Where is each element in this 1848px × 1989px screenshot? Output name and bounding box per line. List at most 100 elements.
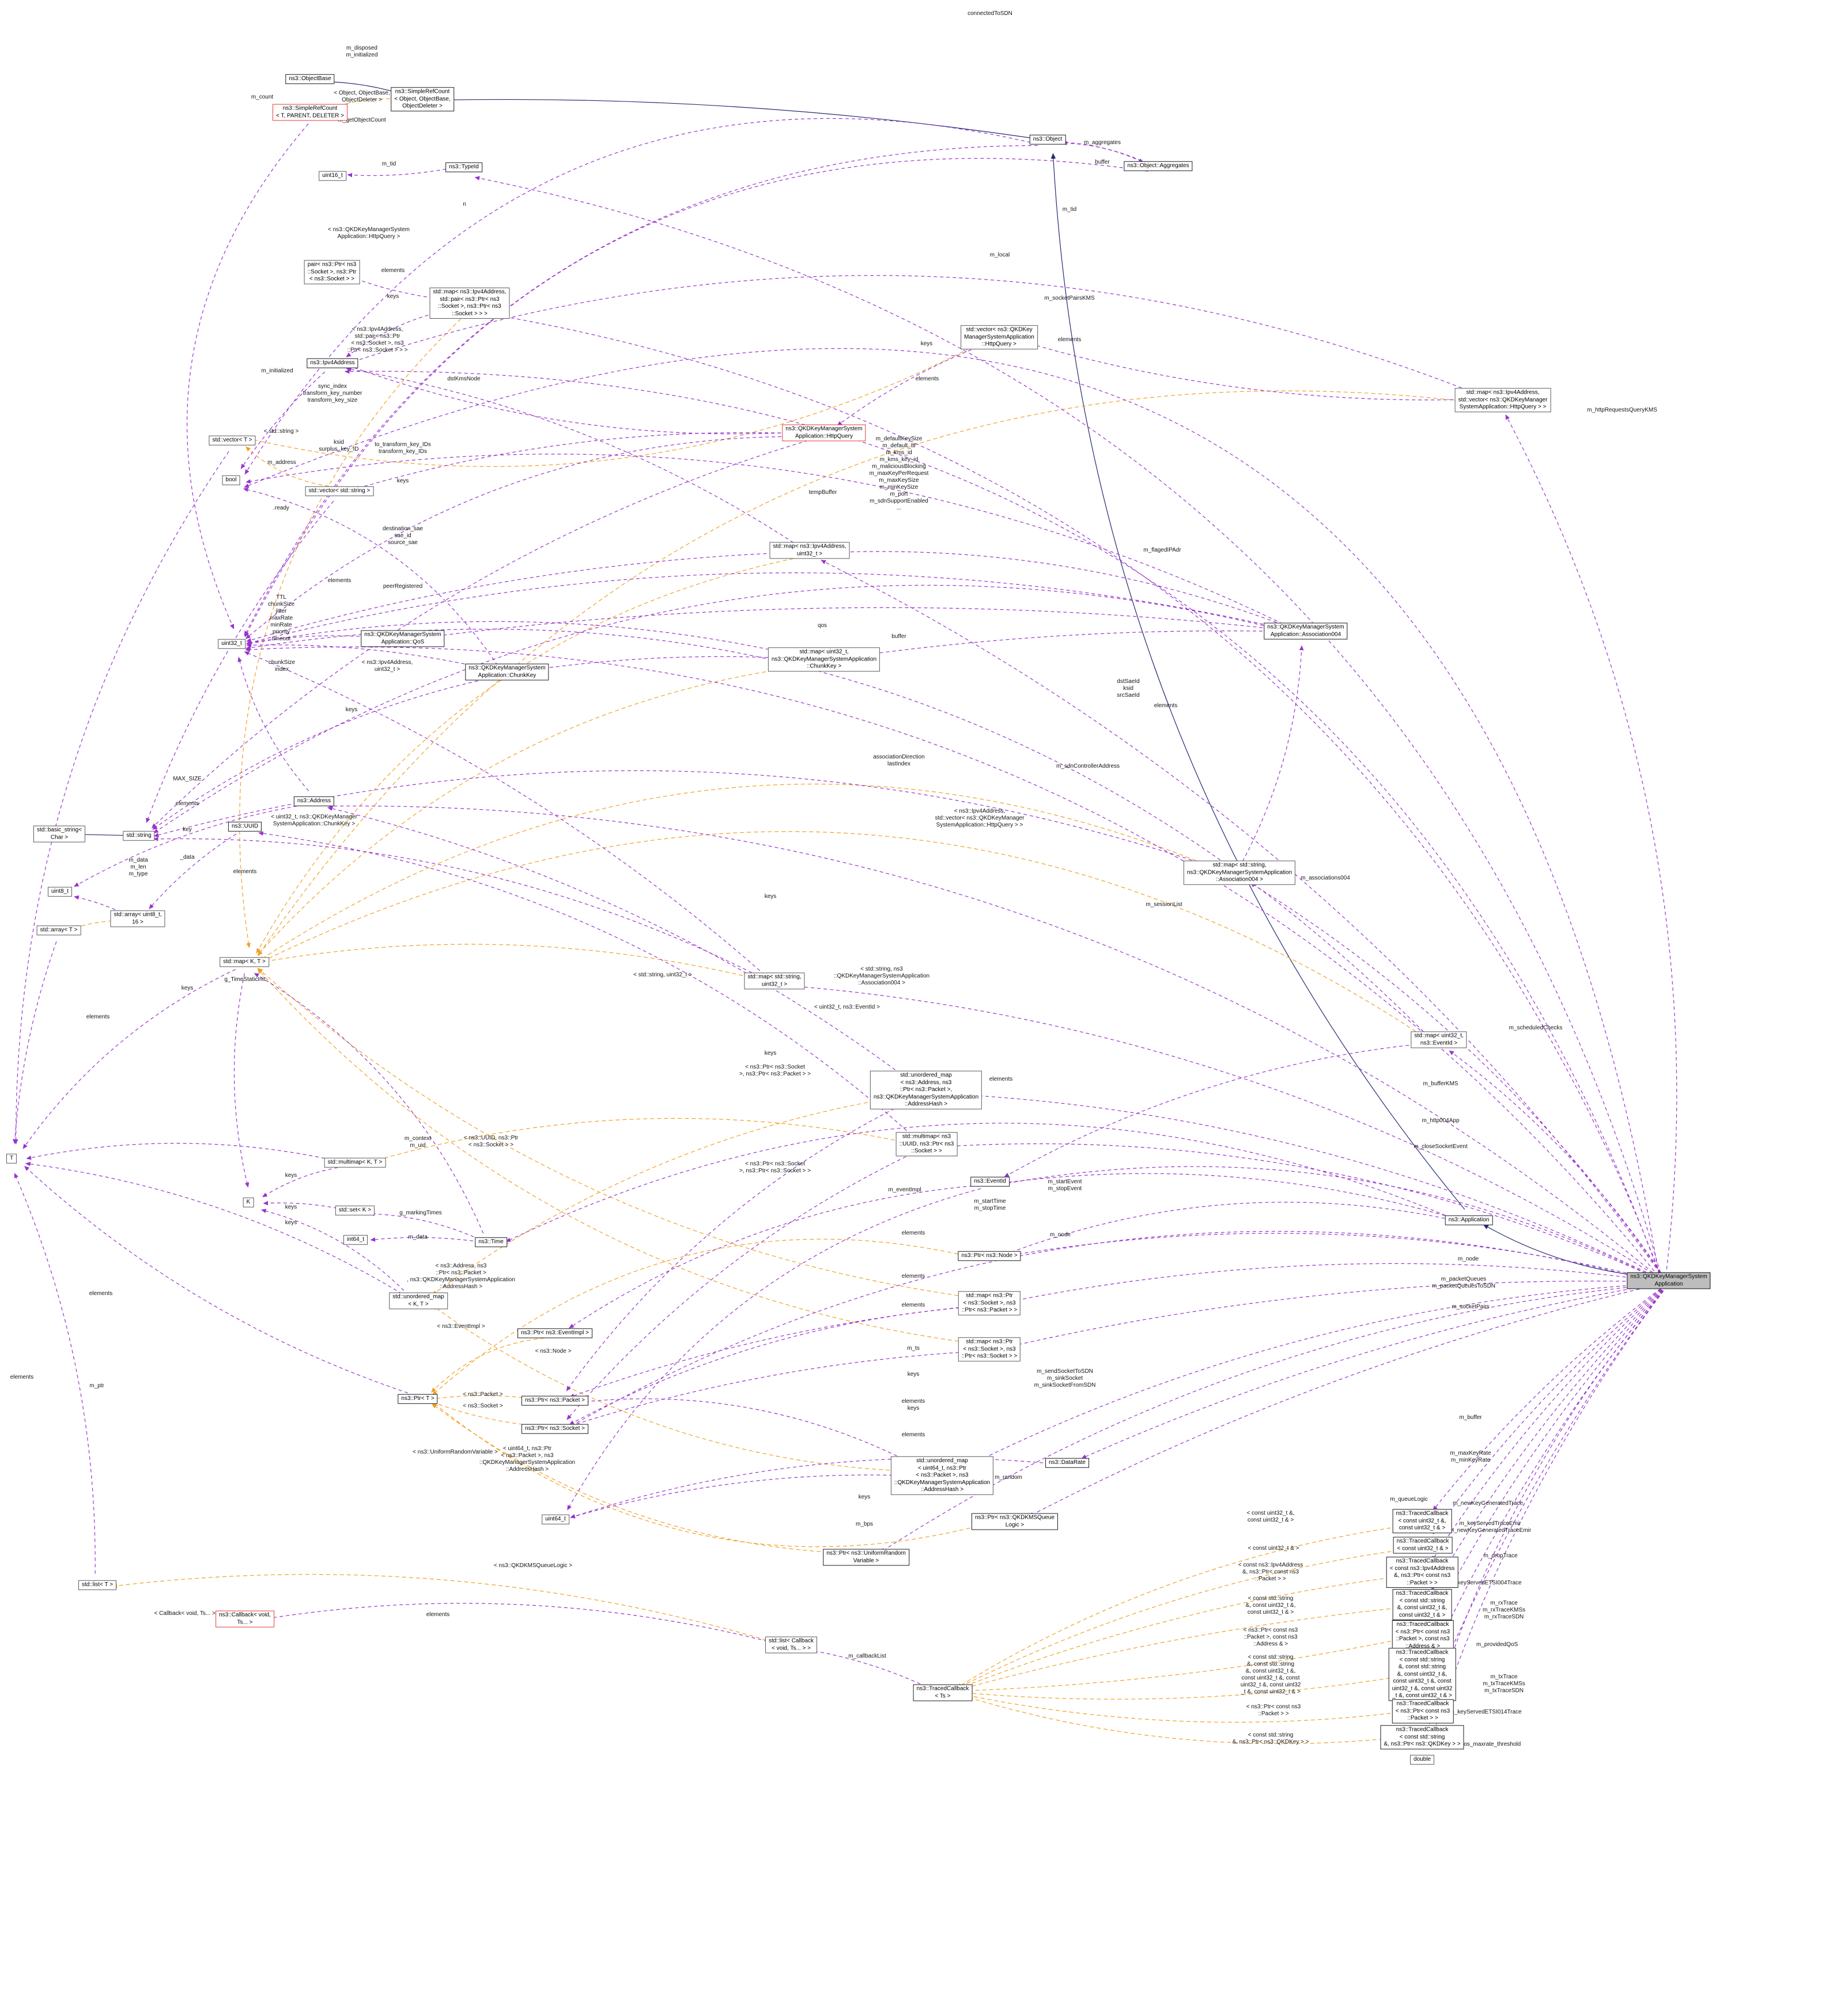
node-aggregates[interactable]: ns3::Object::Aggregates (1124, 161, 1193, 171)
edge-label-4: m_getObjectCount (338, 117, 386, 123)
edge-label-10: < ns3::QKDKeyManagerSystem Application::… (327, 227, 410, 240)
node-tcb_pkt_addr[interactable]: ns3::TracedCallback < ns3::Ptr< const ns… (1392, 1620, 1454, 1651)
node-eventid[interactable]: ns3::EventId (970, 1176, 1010, 1187)
node-mmap_kt[interactable]: std::multimap< K, T > (324, 1157, 386, 1168)
node-tcb_qkdkey[interactable]: ns3::TracedCallback < const std::string … (1380, 1725, 1464, 1749)
node-pair_sock[interactable]: pair< ns3::Ptr< ns3 ::Socket >, ns3::Ptr… (304, 260, 360, 284)
edge-label-70: < ns3::UUID, ns3::Ptr < ns3::Socket > > (463, 1135, 519, 1148)
node-tcb_pkt[interactable]: ns3::TracedCallback < ns3::Ptr< const ns… (1392, 1699, 1454, 1723)
node-arr_t[interactable]: std::array< T > (36, 925, 81, 935)
node-bool[interactable]: bool (222, 475, 240, 485)
node-map_ip_vec[interactable]: std::map< ns3::Ipv4Address, std::vector<… (1454, 388, 1551, 412)
node-double[interactable]: double (1409, 1754, 1435, 1765)
node-address[interactable]: ns3::Address (293, 796, 335, 806)
node-ptr_urv[interactable]: ns3::Ptr< ns3::UniformRandom Variable > (823, 1549, 909, 1566)
edge-main-bool (244, 348, 1660, 1275)
node-set_k[interactable]: std::set< K > (335, 1205, 375, 1216)
node-callback[interactable]: ns3::Callback< void, Ts... > (216, 1610, 274, 1628)
node-list_cb[interactable]: std::list< Callback < void, Ts... > > (765, 1636, 818, 1654)
node-main[interactable]: ns3::QKDKeyManagerSystem Application (1627, 1272, 1711, 1289)
node-objectbase[interactable]: ns3::ObjectBase (285, 74, 335, 84)
edge-map_assoc-map_kt (259, 783, 1229, 961)
node-ptr_eventimpl[interactable]: ns3::Ptr< ns3::EventImpl > (517, 1328, 592, 1338)
edge-map_ip_u32-map_kt (256, 557, 800, 954)
node-map_ip_pair[interactable]: std::map< ns3::Ipv4Address, std::pair< n… (429, 288, 510, 319)
node-time[interactable]: ns3::Time (475, 1237, 507, 1247)
node-ptr_queuelogic[interactable]: ns3::Ptr< ns3::QKDKMSQueue Logic > (971, 1513, 1059, 1530)
node-tcb_ts[interactable]: ns3::TracedCallback < Ts > (913, 1684, 973, 1701)
node-datarate[interactable]: ns3::DataRate (1045, 1458, 1089, 1468)
node-uint16[interactable]: uint16_t (319, 171, 346, 181)
node-umap_u64[interactable]: std::unordered_map < uint64_t, ns3::Ptr … (890, 1456, 994, 1495)
node-object[interactable]: ns3::Object (1029, 134, 1066, 145)
edge-object-src_obj (437, 97, 1037, 139)
edge-label-97: elements keys (901, 1398, 925, 1411)
edge-label-102: m_maxKeyRate m_minKeyRate (1450, 1450, 1491, 1463)
edge-tcb_u32-tcb_ts (957, 1548, 1412, 1689)
edge-label-22: m_httpRequestsQueryKMS (1587, 407, 1657, 413)
node-vec_str[interactable]: std::vector< std::string > (305, 486, 374, 496)
node-arr_u8[interactable]: std::array< uint8_t, 16 > (110, 910, 165, 927)
node-ptr_packet[interactable]: ns3::Ptr< ns3::Packet > (521, 1395, 588, 1406)
edge-main-tcb_u32 (1433, 1289, 1661, 1535)
node-typeid[interactable]: ns3::TypeId (445, 162, 482, 172)
node-assoc004[interactable]: ns3::QKDKeyManagerSystem Application::As… (1264, 622, 1348, 640)
node-map_sock_sock[interactable]: std::map< ns3::Ptr < ns3::Socket >, ns3 … (958, 1337, 1021, 1361)
node-string[interactable]: std::string (123, 831, 155, 841)
node-umap_kt[interactable]: std::unordered_map < K, T > (389, 1292, 448, 1309)
node-tcb_ip_pkt[interactable]: ns3::TracedCallback < const ns3::Ipv4Add… (1386, 1557, 1458, 1588)
node-map_chunk[interactable]: std::map< uint32_t, ns3::QKDKeyManagerSy… (768, 647, 880, 671)
node-ipv4[interactable]: ns3::Ipv4Address (307, 358, 358, 368)
node-map_kt[interactable]: std::map< K, T > (220, 957, 269, 967)
node-uint64[interactable]: uint64_t (542, 1514, 569, 1524)
node-basicstring[interactable]: std::basic_string< Char > (33, 825, 86, 843)
node-ptr_t[interactable]: ns3::Ptr< T > (398, 1394, 438, 1404)
edge-assoc004-map_chunk (838, 631, 1295, 661)
node-tcb_str7[interactable]: ns3::TracedCallback < const std::string … (1388, 1648, 1456, 1701)
edge-label-82: m_node (1049, 1232, 1071, 1238)
node-tcb_u32u32[interactable]: ns3::TracedCallback < const uint32_t &, … (1392, 1509, 1452, 1533)
node-map_u32_event[interactable]: std::map< uint32_t, ns3::EventId > (1411, 1031, 1467, 1048)
node-list_t[interactable]: std::list< T > (78, 1580, 117, 1590)
node-int64[interactable]: int64_t (343, 1235, 368, 1245)
edge-label-123: m_keyServedETSI014Trace (1449, 1709, 1522, 1715)
node-vec_t[interactable]: std::vector< T > (209, 435, 256, 446)
node-tcb_str_u32u32[interactable]: ns3::TracedCallback < const std::string … (1392, 1589, 1452, 1620)
edge-main-uint32 (245, 646, 1659, 1277)
edge-tcb_str_u32u32-tcb_ts (957, 1606, 1411, 1691)
edge-label-42: dstSaeId ksid srcSaeId (1117, 678, 1140, 699)
node-src_t[interactable]: ns3::SimpleRefCount < T, PARENT, DELETER… (272, 104, 348, 121)
node-umap_addr[interactable]: std::unordered_map < ns3::Address, ns3 :… (870, 1070, 982, 1109)
node-src_obj[interactable]: ns3::SimpleRefCount < Object, ObjectBase… (391, 87, 454, 111)
node-map_str_u32[interactable]: std::map< std::string, uint32_t > (744, 972, 805, 990)
node-T[interactable]: T (6, 1153, 17, 1164)
node-httpquery[interactable]: ns3::QKDKeyManagerSystem Application::Ht… (782, 424, 866, 441)
edge-tcb_pkt-tcb_ts (957, 1692, 1412, 1723)
node-map_assoc[interactable]: std::map< std::string, ns3::QKDKeyManage… (1183, 860, 1296, 885)
node-uint8[interactable]: uint8_t (47, 886, 73, 897)
node-map_sock_pkt[interactable]: std::map< ns3::Ptr < ns3::Socket >, ns3 … (958, 1291, 1021, 1315)
edge-label-37: buffer (891, 633, 906, 640)
edge-main-ipv4 (344, 369, 1660, 1274)
node-ptr_socket[interactable]: ns3::Ptr< ns3::Socket > (521, 1424, 588, 1434)
node-mmap_uuid[interactable]: std::multimap< ns3 ::UUID, ns3::Ptr< ns3… (895, 1132, 958, 1156)
edge-main-umap_addr (940, 1092, 1658, 1278)
node-map_ip_u32[interactable]: std::map< ns3::Ipv4Address, uint32_t > (769, 542, 850, 559)
edge-mmap_uuid-ptr_socket (566, 1150, 918, 1420)
node-ptr_node[interactable]: ns3::Ptr< ns3::Node > (958, 1251, 1021, 1261)
edge-label-111: m_keyServedTraceEmir m_newKeyGeneratedTr… (1449, 1520, 1532, 1534)
edge-tcb_ip_pkt-tcb_ts (957, 1575, 1411, 1690)
node-tcb_u32[interactable]: ns3::TracedCallback < const uint32_t & > (1393, 1537, 1453, 1554)
node-uuid[interactable]: ns3::UUID (228, 821, 262, 832)
edge-label-28: tempBuffer (808, 489, 837, 496)
node-vec_http[interactable]: std::vector< ns3::QKDKey ManagerSystemAp… (961, 325, 1038, 349)
node-uint32[interactable]: uint32_t (218, 639, 245, 649)
node-K[interactable]: K (243, 1197, 254, 1207)
node-chunkkey[interactable]: ns3::QKDKeyManagerSystem Application::Ch… (465, 663, 549, 681)
edge-label-72: elements (89, 1290, 113, 1297)
edge-object-aggregates (1059, 142, 1144, 163)
node-application[interactable]: ns3::Application (1445, 1215, 1493, 1225)
edge-assoc004-bool (245, 454, 1295, 630)
node-qos[interactable]: ns3::QKDKeyManagerSystem Application::Qo… (361, 630, 445, 647)
